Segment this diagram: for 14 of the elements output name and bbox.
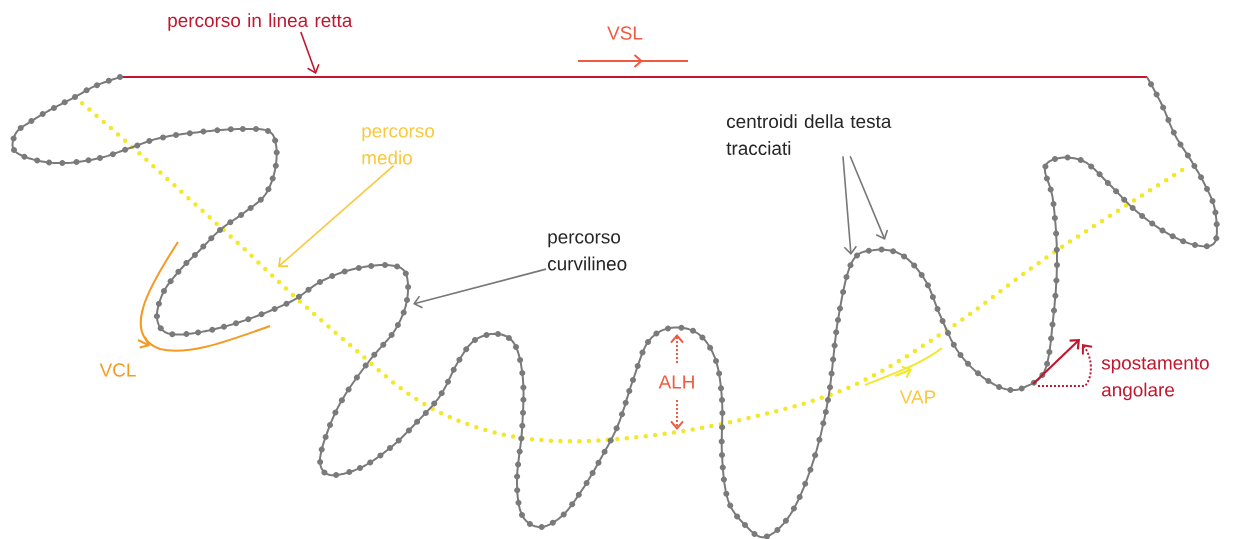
leader-arrow: [842, 155, 858, 255]
annotation-text: percorso in linea retta: [168, 13, 353, 31]
annotation-text: percorso curvilineo: [548, 233, 627, 271]
measure-label: VAP: [899, 390, 936, 404]
leader-arrow: [849, 155, 889, 240]
measure-label: ALH: [658, 375, 694, 389]
measure-label: spostamento angolare: [1101, 357, 1209, 401]
measure-label: VSL: [607, 26, 643, 40]
measure-label: VCL: [99, 363, 136, 377]
leader-arrow: [413, 268, 547, 309]
annotation-text: percorso medio: [362, 127, 435, 165]
leader-arrow: [278, 164, 395, 267]
leader-arrow: [300, 31, 320, 74]
annotation-text: centroidi della testa tracciati: [726, 114, 892, 155]
